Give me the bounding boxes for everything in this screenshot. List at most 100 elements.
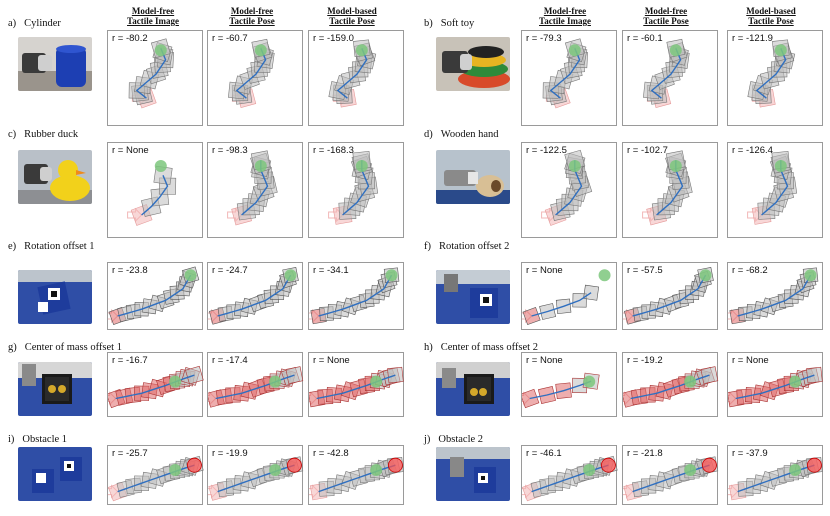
trajectory-line	[215, 374, 295, 400]
goal-marker	[269, 464, 282, 476]
row-label-e: e)Rotation offset 1	[8, 241, 95, 252]
row-label-f: f)Rotation offset 2	[424, 241, 510, 252]
photo-center-of-mass-offset-2	[436, 362, 510, 416]
trajectory-plot	[227, 150, 278, 226]
goal-marker	[385, 269, 398, 282]
trajectory-plot	[328, 39, 377, 108]
result-panel: r = None	[308, 352, 404, 417]
trajectory-line	[630, 374, 710, 400]
col-header-right-2: Model-free Tactile Pose	[643, 6, 689, 26]
goal-marker	[154, 160, 167, 173]
goal-marker	[184, 269, 197, 282]
row-label-g: g)Center of mass offset 1	[8, 342, 122, 353]
result-panel: r = None	[107, 142, 203, 238]
result-panel: r = None	[521, 352, 617, 417]
trajectory-plot	[108, 266, 200, 326]
obstacle-marker	[187, 457, 202, 473]
trajectory-plot	[623, 267, 714, 325]
result-panel: r = -19.2	[622, 352, 719, 417]
trajectory-plot	[747, 150, 798, 225]
trajectory-plot	[309, 366, 404, 408]
trajectory-line	[531, 292, 592, 317]
reward-label: r = None	[526, 355, 563, 366]
goal-marker	[355, 160, 368, 173]
trajectory-plot	[309, 456, 404, 501]
object-footprint	[522, 388, 540, 409]
obstacle-marker	[287, 457, 302, 473]
obstacle-marker	[807, 457, 822, 473]
trajectory-plot	[623, 366, 719, 408]
result-panel: r = -159.0	[308, 30, 404, 126]
result-panel: r = -17.4	[207, 352, 304, 417]
trajectory-line	[531, 464, 609, 493]
trajectory-line	[737, 464, 815, 493]
trajectory-line	[737, 274, 812, 317]
goal-marker	[684, 375, 697, 388]
reward-label: r = -19.2	[627, 355, 663, 366]
goal-marker	[269, 375, 282, 388]
goal-marker	[370, 375, 383, 388]
photo-rotation-offset-2	[436, 270, 510, 324]
photo-center-of-mass-offset-1	[18, 362, 92, 416]
goal-marker	[568, 160, 581, 173]
result-panel: r = -79.3	[521, 30, 617, 126]
photo-obstacle-2	[436, 447, 510, 501]
reward-label: r = -122.5	[526, 145, 567, 156]
result-panel: r = None	[727, 352, 823, 417]
trajectory-line	[217, 464, 295, 493]
reward-label: r = None	[112, 145, 149, 156]
reward-label: r = -126.4	[732, 145, 773, 156]
result-panel: r = -80.2	[107, 30, 203, 126]
goal-marker	[774, 44, 787, 57]
trajectory-plot	[542, 38, 588, 109]
trajectory-plot	[643, 38, 690, 108]
reward-label: r = -102.7	[627, 145, 668, 156]
result-panel: r = -122.5	[521, 142, 617, 238]
trajectory-line	[755, 48, 787, 99]
row-label-c: c)Rubber duck	[8, 129, 79, 140]
reward-label: r = -60.7	[212, 33, 248, 44]
row-label-b: b)Soft toy	[424, 18, 475, 29]
photo-wooden-hand	[436, 150, 510, 204]
reward-label: r = -68.2	[732, 265, 768, 276]
trajectory-line	[235, 48, 267, 99]
trajectory-line	[316, 374, 396, 400]
result-panel: r = -102.7	[622, 142, 718, 238]
reward-label: r = -17.4	[212, 355, 248, 366]
obstacle-marker	[388, 457, 403, 473]
row-label-d: d)Wooden hand	[424, 129, 499, 140]
goal-marker	[355, 44, 368, 57]
result-panel: r = -34.1	[308, 262, 404, 330]
photo-cylinder	[18, 37, 92, 91]
trajectory-line	[318, 274, 393, 317]
trajectory-plot	[728, 267, 819, 325]
trajectory-plot	[127, 160, 177, 226]
trajectory-plot	[328, 150, 379, 225]
goal-marker	[568, 44, 581, 57]
result-panel: r = -168.3	[308, 142, 404, 238]
reward-label: r = -121.9	[732, 33, 773, 44]
trajectory-plot	[522, 269, 611, 326]
reward-label: r = -57.5	[627, 265, 663, 276]
goal-marker	[284, 269, 297, 282]
result-panel: r = -46.1	[521, 445, 618, 505]
goal-marker	[789, 375, 802, 388]
reward-label: r = -23.8	[112, 265, 148, 276]
goal-marker	[669, 160, 682, 173]
row-label-j: j)Obstacle 2	[424, 434, 484, 445]
col-header-left-3: Model-based Tactile Pose	[327, 6, 377, 26]
trajectory-line	[632, 464, 710, 493]
trajectory-line	[318, 464, 396, 493]
object-footprint	[387, 366, 404, 384]
goal-marker	[598, 269, 611, 282]
reward-label: r = -60.1	[627, 33, 663, 44]
reward-label: r = None	[526, 265, 563, 276]
goal-marker	[254, 160, 267, 173]
goal-marker	[684, 464, 697, 476]
result-panel: r = -98.3	[207, 142, 303, 238]
trajectory-line	[336, 48, 368, 99]
object-footprint	[806, 366, 823, 384]
goal-marker	[169, 464, 182, 476]
goal-marker	[583, 464, 596, 476]
photo-rotation-offset-1	[18, 270, 92, 324]
